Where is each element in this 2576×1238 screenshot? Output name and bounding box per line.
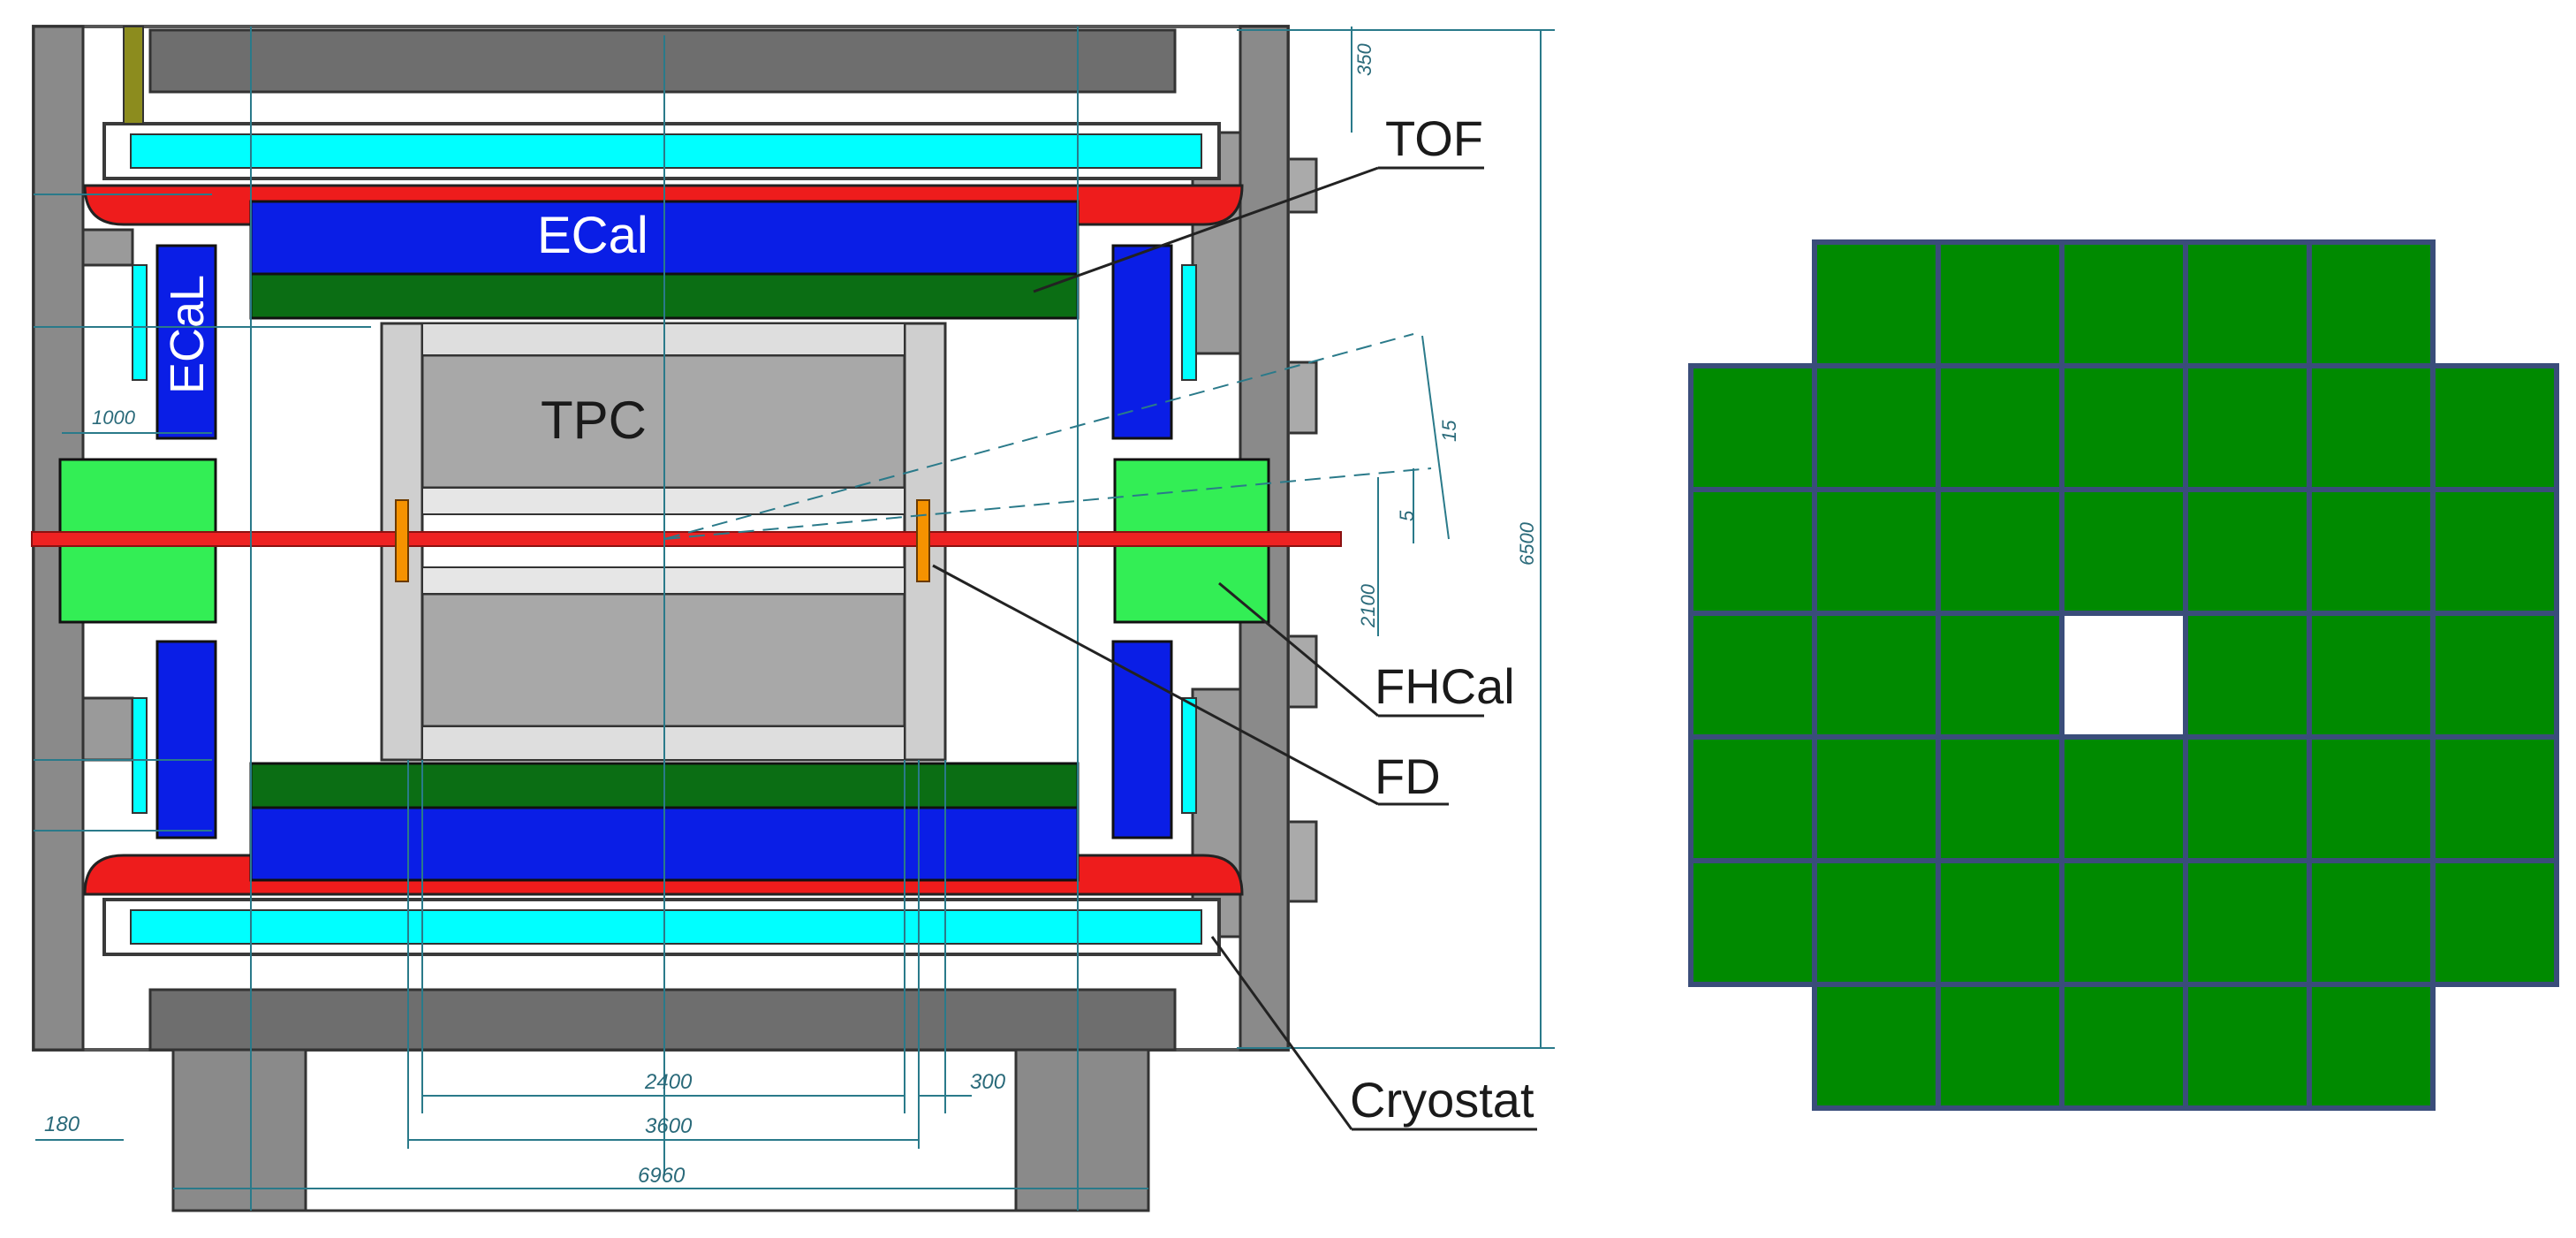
yoke-endcap-left-lower xyxy=(81,696,134,762)
module-cell xyxy=(2430,363,2559,492)
label-fhcal: FHCal xyxy=(1375,658,1515,714)
module-cell xyxy=(1812,734,1941,863)
module-cell xyxy=(2307,734,2436,863)
fd-right xyxy=(916,499,930,582)
module-cell xyxy=(1812,858,1941,987)
module-cell xyxy=(1936,363,2065,492)
beam-hole xyxy=(2059,611,2188,740)
module-cell xyxy=(2307,611,2436,740)
support-leg-right xyxy=(1014,1048,1150,1212)
yoke-endcap-left-upper xyxy=(81,228,134,267)
dim-300: 300 xyxy=(970,1070,1006,1094)
support-base xyxy=(171,1048,1150,1212)
module-cell xyxy=(2183,982,2312,1111)
module-cell xyxy=(2307,239,2436,368)
module-cell xyxy=(2307,858,2436,987)
module-cell xyxy=(1688,734,1817,863)
dim-180: 180 xyxy=(44,1113,80,1136)
dim-2100: 2100 xyxy=(1357,583,1379,628)
module-cell xyxy=(2430,611,2559,740)
fhcal-module-grid xyxy=(1688,239,2559,1111)
right-bracket-1 xyxy=(1290,157,1318,214)
module-cell xyxy=(1812,611,1941,740)
module-cell xyxy=(1936,734,2065,863)
ecal-endcap-right-lower xyxy=(1111,640,1173,839)
right-bracket-2 xyxy=(1290,361,1318,435)
module-cell xyxy=(1812,982,1941,1111)
label-tof: TOF xyxy=(1385,110,1483,166)
module-cell xyxy=(1812,239,1941,368)
tof-endcap-right-lower xyxy=(1181,697,1197,814)
label-tpc: TPC xyxy=(541,391,647,450)
label-cryostat: Cryostat xyxy=(1350,1072,1534,1128)
dim-3600: 3600 xyxy=(645,1114,693,1138)
module-cell xyxy=(2430,487,2559,616)
dim-15: 15 xyxy=(1438,420,1460,442)
leader-lines xyxy=(932,166,1537,1131)
module-cell xyxy=(2059,734,2188,863)
tof-endcap-right-upper xyxy=(1181,264,1197,381)
module-cell xyxy=(2059,487,2188,616)
right-bracket-3 xyxy=(1290,634,1318,709)
module-cell xyxy=(1936,487,2065,616)
module-cell xyxy=(2183,734,2312,863)
dim-2400: 2400 xyxy=(644,1070,693,1094)
module-cell xyxy=(2183,239,2312,368)
module-cell xyxy=(2183,858,2312,987)
module-cell xyxy=(1688,363,1817,492)
module-cell xyxy=(2430,858,2559,987)
module-cell xyxy=(2059,982,2188,1111)
tof-endcap-left-upper xyxy=(132,264,148,381)
beam-pipe xyxy=(31,531,1342,547)
module-cell xyxy=(2430,734,2559,863)
dim-6500: 6500 xyxy=(1516,521,1538,566)
ecal-endcap-left-upper xyxy=(155,244,217,440)
yoke-top xyxy=(148,28,1177,94)
fd-left xyxy=(395,499,409,582)
label-fd: FD xyxy=(1375,748,1441,804)
label-ecal-side: ECaL xyxy=(161,275,214,394)
module-cell xyxy=(2059,239,2188,368)
tof-endcap-left-lower xyxy=(132,697,148,814)
module-cell xyxy=(1936,239,2065,368)
module-cell xyxy=(2183,363,2312,492)
dimension-lines xyxy=(34,27,1555,1211)
label-ecal-top: ECal xyxy=(537,207,648,264)
angle-lines xyxy=(663,333,1432,540)
module-cell xyxy=(2307,363,2436,492)
module-cell xyxy=(1688,611,1817,740)
module-cell xyxy=(2183,611,2312,740)
module-cell xyxy=(1688,858,1817,987)
module-cell xyxy=(1936,858,2065,987)
ecal-endcap-right-upper xyxy=(1111,244,1173,440)
module-cell xyxy=(2307,487,2436,616)
module-cell xyxy=(2059,363,2188,492)
module-cell xyxy=(2307,982,2436,1111)
dim-350: 350 xyxy=(1353,43,1375,76)
dim-1000: 1000 xyxy=(92,406,136,429)
module-cell xyxy=(1688,487,1817,616)
detector-cross-section: ECal ECaL TPC TOF FHCal FD Cryostat 2400… xyxy=(31,25,1555,1212)
module-cell xyxy=(2059,858,2188,987)
module-cell xyxy=(1936,611,2065,740)
tof-bottom xyxy=(130,909,1202,945)
module-cell xyxy=(1812,487,1941,616)
support-leg-left xyxy=(171,1048,307,1212)
ecal-endcap-left-lower xyxy=(155,640,217,839)
module-cell xyxy=(2183,487,2312,616)
dim-6960: 6960 xyxy=(638,1164,686,1188)
dim-5: 5 xyxy=(1396,510,1418,521)
module-cell xyxy=(1936,982,2065,1111)
module-cell xyxy=(1812,363,1941,492)
yoke-bottom xyxy=(148,988,1177,1052)
tof-top xyxy=(130,133,1202,169)
right-bracket-4 xyxy=(1290,820,1318,903)
cable xyxy=(123,26,144,125)
